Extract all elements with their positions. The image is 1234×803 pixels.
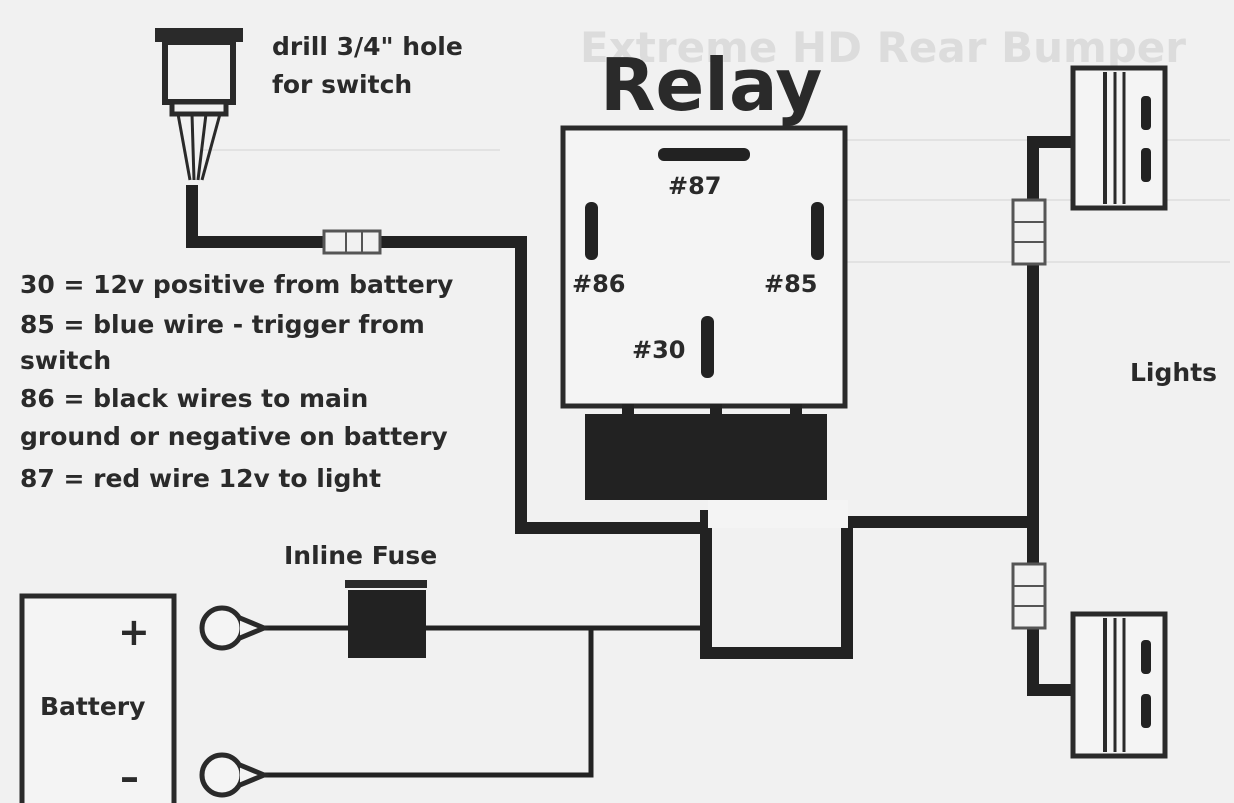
battery: [19, 593, 177, 803]
rocker-switch: [155, 28, 243, 181]
relay-pin-86-contact: [585, 202, 598, 260]
legend-line-5: ground or negative on battery: [20, 422, 448, 451]
switch-note-line-2: for switch: [272, 70, 412, 99]
battery-positive-terminal: +: [118, 610, 150, 654]
inline-fuse-label: Inline Fuse: [284, 541, 437, 570]
wire-connector-light-upper: [1011, 198, 1047, 266]
ring-terminal-negative: [199, 752, 271, 798]
lights-label: Lights: [1130, 358, 1217, 387]
relay-pin-85-label: #85: [764, 270, 818, 298]
wire-battery-negative: [262, 630, 594, 778]
relay-pin-85-contact: [811, 202, 824, 260]
relay-pin-30-contact: [701, 316, 714, 378]
light-lower: [1070, 611, 1168, 759]
battery-label: Battery: [40, 692, 145, 721]
relay-pin-87-contact: [658, 148, 750, 161]
wire-lights-feed: [847, 136, 1075, 528]
faded-heading: Extreme HD Rear Bumper: [580, 23, 1186, 72]
relay-title: Relay: [600, 43, 822, 127]
battery-negative-terminal: –: [120, 755, 139, 799]
inline-fuse: [345, 580, 427, 658]
switch-note-line-1: drill 3/4" hole: [272, 32, 463, 61]
legend-line-1: 30 = 12v positive from battery: [20, 270, 453, 299]
legend-line-2: 85 = blue wire - trigger from: [20, 310, 425, 339]
wire-connector-switch: [322, 229, 382, 255]
legend-line-3: switch: [20, 346, 111, 375]
legend-line-6: 87 = red wire 12v to light: [20, 464, 381, 493]
wire-switch-trigger: [186, 185, 706, 534]
relay-pin-30-label: #30: [632, 336, 686, 364]
ring-terminal-positive: [199, 605, 271, 651]
relay-pin-86-label: #86: [572, 270, 626, 298]
relay-base: [585, 414, 827, 500]
wire-connector-light-lower: [1011, 562, 1047, 630]
wire-relay-to-lights: [700, 510, 853, 659]
light-upper: [1070, 65, 1168, 211]
legend-line-4: 86 = black wires to main: [20, 384, 368, 413]
relay: [560, 125, 848, 528]
relay-pin-87-label: #87: [668, 172, 722, 200]
